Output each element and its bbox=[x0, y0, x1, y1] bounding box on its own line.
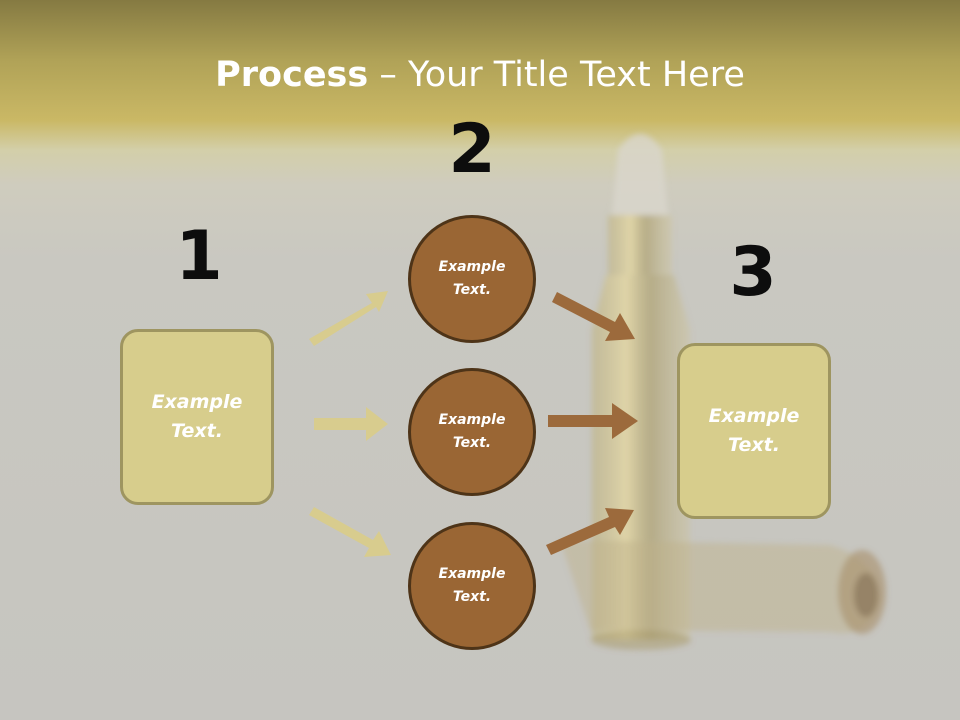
step-1-text: Example Text. bbox=[151, 391, 243, 442]
title-bold: Process bbox=[215, 55, 369, 95]
step-3-box: Example Text. bbox=[677, 343, 831, 519]
slide-title: Process – Your Title Text Here bbox=[0, 52, 960, 98]
circle-middle-text: Example Text. bbox=[438, 412, 506, 451]
right-arrow-middle bbox=[548, 403, 638, 439]
left-arrow-down bbox=[309, 507, 391, 557]
left-arrow-up bbox=[309, 291, 388, 346]
circle-top-text: Example Text. bbox=[438, 259, 506, 298]
step-2-circle-top: Example Text. bbox=[408, 215, 536, 343]
circle-bottom-text: Example Text. bbox=[438, 566, 506, 605]
step-number-1: 1 bbox=[175, 217, 223, 296]
step-number-3: 3 bbox=[729, 233, 777, 312]
step-2-circle-bottom: Example Text. bbox=[408, 522, 536, 650]
right-arrow-down bbox=[552, 292, 635, 341]
left-arrow-middle bbox=[314, 407, 388, 441]
right-arrow-up bbox=[546, 508, 634, 555]
title-rest: – Your Title Text Here bbox=[368, 55, 745, 95]
step-1-box: Example Text. bbox=[120, 329, 274, 505]
step-3-text: Example Text. bbox=[708, 405, 800, 456]
step-number-2: 2 bbox=[448, 110, 496, 189]
step-2-circle-middle: Example Text. bbox=[408, 368, 536, 496]
